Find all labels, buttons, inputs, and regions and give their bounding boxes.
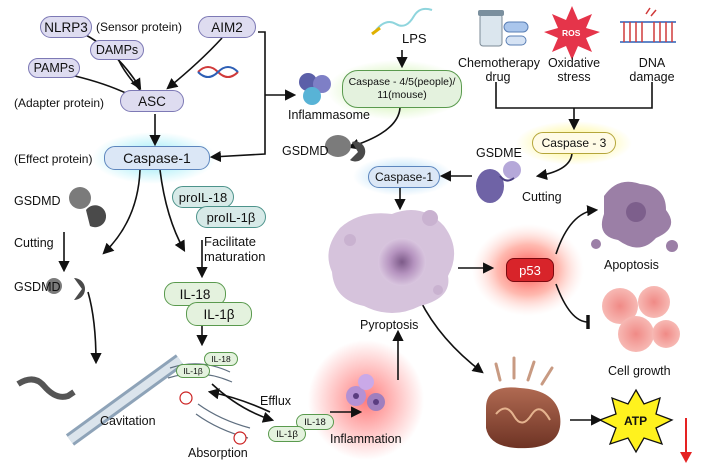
ros-burst-icon bbox=[544, 6, 600, 60]
gsdmd-cut-icon bbox=[46, 278, 85, 300]
aim2-node: AIM2 bbox=[198, 16, 256, 38]
nlrp3-node: NLRP3 bbox=[40, 16, 92, 38]
arrow-caspase3-gsdme bbox=[535, 151, 573, 180]
dna-line2: damage bbox=[629, 70, 675, 84]
lps-label: LPS bbox=[402, 31, 427, 46]
effect-protein-label: (Effect protein) bbox=[14, 152, 93, 166]
gsdme-icon bbox=[476, 161, 521, 203]
inflammation-glow bbox=[308, 340, 424, 460]
cutting-right-label: Cutting bbox=[522, 190, 562, 204]
gsdmd-full-icon bbox=[69, 187, 107, 228]
arrow-p53-apoptosis bbox=[555, 205, 599, 255]
il18-small-b: IL-18 bbox=[296, 414, 334, 430]
atp-decrease-arrowhead bbox=[680, 452, 692, 463]
pyroptotic-cell-icon bbox=[328, 210, 455, 313]
damps-node: DAMPs bbox=[90, 40, 144, 60]
cell-growth-icon bbox=[602, 286, 680, 352]
arrow-gsdmd-cavitation bbox=[87, 291, 102, 365]
asc-node: ASC bbox=[120, 90, 184, 112]
proil1b-node: proIL-1β bbox=[196, 206, 266, 228]
chemo-line2: drug bbox=[485, 70, 511, 84]
oxidative-line1: Oxidative bbox=[547, 56, 601, 70]
pamps-node: PAMPs bbox=[28, 58, 80, 78]
gsdmd-top-label: GSDMD bbox=[282, 144, 329, 158]
chemotherapy-drug-icon bbox=[478, 10, 529, 47]
caspase45-node: Caspase - 4/5(people)/ 11(mouse) bbox=[342, 70, 462, 108]
arrow-absorption bbox=[207, 388, 271, 413]
arrow-caspase1-gsdmd bbox=[102, 169, 141, 255]
gsdmd-top-icon bbox=[325, 135, 366, 162]
apoptotic-cell-icon bbox=[591, 181, 678, 252]
chemo-line1: Chemotherapy bbox=[458, 56, 540, 70]
atp-label: ATP bbox=[624, 414, 648, 428]
caspase3-node: Caspase - 3 bbox=[532, 132, 616, 154]
cutting-left-label: Cutting bbox=[14, 236, 54, 250]
caspase1-left-node: Caspase-1 bbox=[104, 146, 210, 170]
atp-burst-icon bbox=[598, 388, 674, 454]
dna-helix-icon bbox=[197, 66, 239, 78]
inflammasome-icon bbox=[299, 73, 331, 105]
caspase1-right-node: Caspase-1 bbox=[368, 166, 440, 188]
immune-cells-icon bbox=[346, 374, 385, 411]
il1b-small-b: IL-1β bbox=[268, 426, 306, 442]
proil18-node: proIL-18 bbox=[172, 186, 234, 208]
adapter-protein-label: (Adapter protein) bbox=[14, 96, 105, 110]
efflux-label: Efflux bbox=[260, 394, 292, 408]
cavitation-label: Cavitation bbox=[100, 414, 156, 428]
dna-line1: DNA bbox=[638, 56, 666, 70]
arrow-pyroptosis-mitochondria bbox=[419, 299, 484, 374]
facilitate-line2: maturation bbox=[204, 249, 266, 264]
gsdmd-left-label: GSDMD bbox=[14, 194, 61, 208]
caspase45-line2: 11(mouse) bbox=[377, 89, 427, 101]
sensor-protein-label: (Sensor protein) bbox=[96, 20, 183, 34]
oxidative-line2: stress bbox=[557, 70, 591, 84]
il18-small-a: IL-18 bbox=[204, 352, 238, 366]
mitochondria-icon bbox=[486, 356, 561, 449]
arrow-aim2-asc bbox=[166, 37, 223, 90]
gsdmd-cut-label: GSDMD bbox=[14, 280, 61, 294]
ros-label: ROS bbox=[562, 28, 581, 38]
p53-node: p53 bbox=[506, 258, 554, 282]
arrow-caspase1-proil bbox=[159, 169, 186, 252]
il1b-node: IL-1β bbox=[186, 302, 252, 326]
gsdme-label: GSDME bbox=[476, 146, 522, 160]
arrow-aim2-caspase1 bbox=[209, 31, 266, 163]
arrow-triggers-caspase3 bbox=[495, 82, 653, 128]
caspase45-line1: Caspase - 4/5(people)/ bbox=[348, 76, 456, 88]
membrane-pore-icon bbox=[16, 354, 185, 446]
dna-damage-icon bbox=[620, 7, 676, 43]
inflammation-label: Inflammation bbox=[330, 432, 402, 446]
il1b-small-a: IL-1β bbox=[176, 364, 210, 378]
facilitate-line1: Facilitate bbox=[204, 234, 257, 249]
lps-icon bbox=[371, 7, 433, 36]
absorption-label: Absorption bbox=[188, 446, 248, 460]
inflammasome-label: Inflammasome bbox=[288, 108, 370, 122]
cell-growth-label: Cell growth bbox=[608, 364, 671, 378]
inhibit-p53-cellgrowth bbox=[555, 283, 590, 330]
apoptosis-label: Apoptosis bbox=[604, 258, 659, 272]
pyroptosis-label: Pyroptosis bbox=[360, 318, 419, 332]
